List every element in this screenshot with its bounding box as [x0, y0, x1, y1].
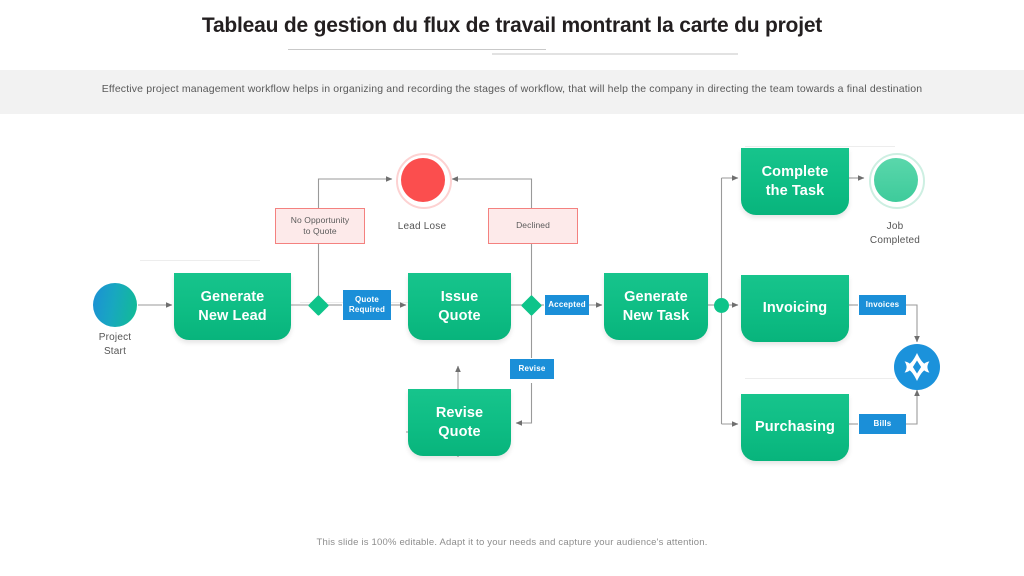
terminator-lead-lose-ring — [396, 153, 452, 209]
footer-note: This slide is 100% editable. Adapt it to… — [316, 537, 708, 548]
flag-line-1: Revise — [518, 364, 546, 374]
workflow-diagram: Project Start Lead Lose Job Completed Ge… — [0, 120, 1024, 530]
task-invoicing[interactable]: Invoicing — [741, 275, 849, 342]
task-label-line-1: Generate — [200, 288, 265, 305]
flag-invoices[interactable]: Invoices — [859, 295, 906, 315]
task-complete-the-task[interactable]: Complete the Task — [741, 148, 849, 215]
terminator-job-completed-label: Job Completed — [850, 220, 940, 247]
task-generate-new-task[interactable]: Generate New Task — [604, 273, 708, 340]
terminator-job-completed-ring — [869, 153, 925, 209]
terminator-lead-lose-label: Lead Lose — [397, 221, 447, 232]
terminator-project-start[interactable] — [93, 283, 137, 327]
task-label-line-1: Generate — [624, 288, 688, 305]
terminator-project-start-label: Project Start — [70, 331, 160, 358]
flag-line-2: to Quote — [303, 226, 337, 236]
label-line-2: Start — [103, 345, 127, 357]
flag-line-1: No Opportunity — [290, 214, 350, 225]
flag-line-1: Accepted — [548, 300, 586, 310]
task-purchasing[interactable]: Purchasing — [741, 394, 849, 461]
decorative-smudge — [745, 378, 895, 379]
task-label-line-2: Quote — [438, 423, 481, 440]
flag-bills[interactable]: Bills — [859, 414, 906, 434]
subtitle-band — [0, 70, 1024, 114]
flag-line-1: Bills — [873, 419, 892, 429]
junction-task-split[interactable] — [714, 297, 729, 313]
task-label-line-1: Complete — [761, 163, 829, 180]
task-label-line-2: New Lead — [198, 307, 267, 324]
task-label-line-1: Issue — [440, 288, 479, 305]
flag-line-2: Required — [348, 305, 386, 314]
flag-quote-required[interactable]: Quote Required — [343, 290, 391, 320]
task-label-line-2: New Task — [622, 307, 690, 324]
label-line-2: Completed — [869, 234, 921, 246]
page-subtitle: Effective project management workflow he… — [101, 83, 923, 95]
task-label-line-1: Revise — [435, 404, 484, 421]
decorative-smudge — [140, 260, 260, 261]
label-line-1: Job — [886, 221, 904, 232]
flag-declined[interactable]: Declined — [488, 208, 578, 244]
task-issue-quote[interactable]: Issue Quote — [408, 273, 511, 340]
task-label-line-1: Purchasing — [755, 419, 835, 436]
settlement-badge[interactable] — [894, 344, 940, 390]
label-line-1: Project — [98, 332, 132, 343]
task-label-line-2: Quote — [438, 307, 481, 324]
terminator-lead-lose[interactable] — [401, 158, 445, 202]
task-generate-new-lead[interactable]: Generate New Lead — [174, 273, 291, 340]
title-underline-primary — [288, 49, 546, 50]
flag-line-1: Invoices — [865, 300, 900, 310]
compass-star-icon — [904, 353, 930, 381]
decorative-smudge — [745, 146, 895, 147]
flag-line-1: Declined — [516, 220, 550, 231]
page-title: Tableau de gestion du flux de travail mo… — [201, 14, 823, 37]
task-label-line-2: the Task — [765, 182, 825, 199]
task-revise-quote[interactable]: Revise Quote — [408, 389, 511, 456]
flag-revise[interactable]: Revise — [510, 359, 554, 379]
flag-no-opportunity-to-quote[interactable]: No Opportunity to Quote — [275, 208, 365, 244]
title-underline-secondary — [492, 53, 738, 55]
task-label-line-1: Invoicing — [762, 300, 828, 317]
terminator-job-completed[interactable] — [874, 158, 918, 202]
flag-accepted[interactable]: Accepted — [545, 295, 589, 315]
flag-line-1: Quote — [354, 295, 380, 305]
